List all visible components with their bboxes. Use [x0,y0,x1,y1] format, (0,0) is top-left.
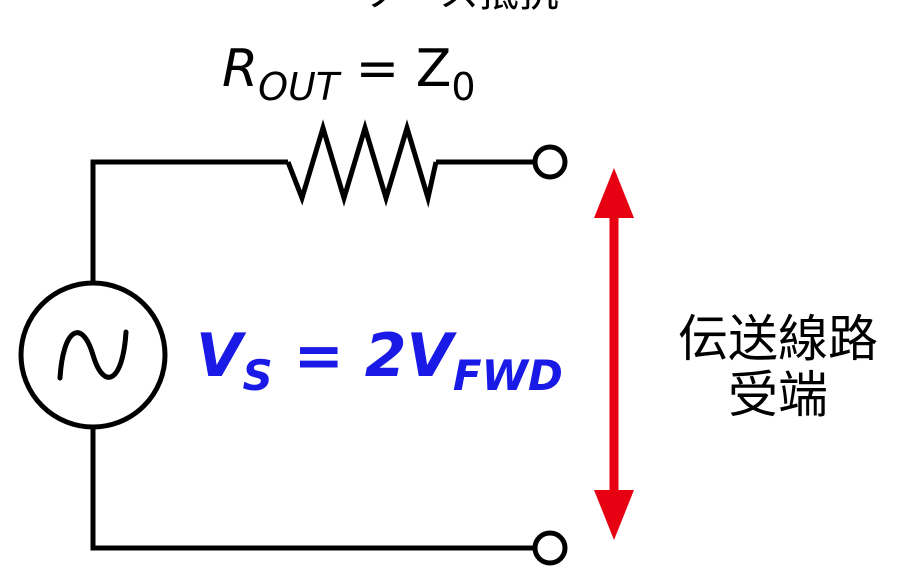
source-label-mid: = 2V [273,321,458,391]
source-label: VS = 2VFWD [196,321,563,400]
receiving-end-label-line1: 伝送線路 [678,310,878,368]
resistor-label-eq: = Z [339,39,451,99]
top-caption: ソース抵抗 [361,0,559,16]
source-label-v-sub: S [242,351,272,400]
source-label-fwd-sub: FWD [453,351,563,400]
resistor [285,119,439,208]
voltage-arrow [594,168,634,540]
top-terminal [532,144,568,180]
resistor-label-eq-sub: 0 [451,65,475,109]
source-label-v: V [196,321,247,391]
sine-wave-icon [57,329,129,381]
resistor-label-main: R [222,39,258,99]
bottom-terminal [532,530,568,566]
receiving-end-label-line2: 受端 [728,366,828,424]
wire-bottom [90,427,535,551]
resistor-label: ROUT = Z0 [222,39,476,109]
wire-top-left [90,159,288,283]
resistor-label-sub: OUT [258,65,342,109]
